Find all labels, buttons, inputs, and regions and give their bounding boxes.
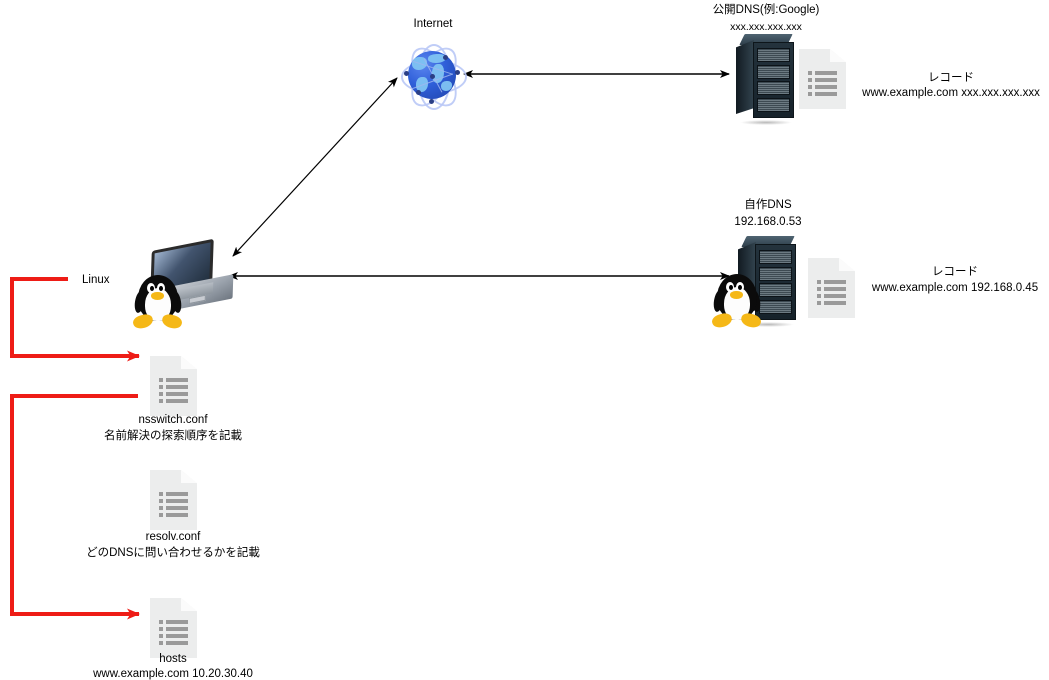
own-dns-record-value: www.example.com 192.168.0.45 [871,282,1039,294]
internet-globe-icon [399,40,467,114]
resolv-conf-document-icon [150,470,197,530]
client-linux-label: Linux [82,274,110,286]
resolv-conf-description: どのDNSに問い合わせるかを記載 [86,547,260,559]
resolv-conf-name: resolv.conf [145,531,201,543]
public-dns-server-rack-icon [736,34,798,125]
public-dns-record-title: レコード [928,72,974,84]
internet-label: Internet [413,18,453,30]
client-tux-penguin-icon [131,273,184,331]
own-dns-name: 自作DNS [744,199,792,211]
public-dns-record-value: www.example.com xxx.xxx.xxx.xxx [862,87,1040,99]
nsswitch-conf-description: 名前解決の探索順序を記載 [104,430,242,442]
nsswitch-conf-name: nsswitch.conf [138,414,208,426]
public-dns-ip: xxx.xxx.xxx.xxx [730,21,802,33]
hosts-document-icon [150,598,197,658]
public-dns-name: 公開DNS(例:Google) [712,4,820,16]
public-dns-record-document-icon [799,49,846,109]
own-dns-record-title: レコード [932,266,978,278]
nsswitch-conf-document-icon [150,356,197,416]
red-connector-linux-to-nsswitch [10,277,140,362]
arrow-client-to-internet [232,77,398,257]
own-dns-tux-penguin-icon [710,272,763,330]
own-dns-record-document-icon [808,258,855,318]
own-dns-ip: 192.168.0.53 [734,216,802,228]
hosts-description: www.example.com 10.20.30.40 [93,668,253,680]
hosts-name: hosts [159,653,187,665]
